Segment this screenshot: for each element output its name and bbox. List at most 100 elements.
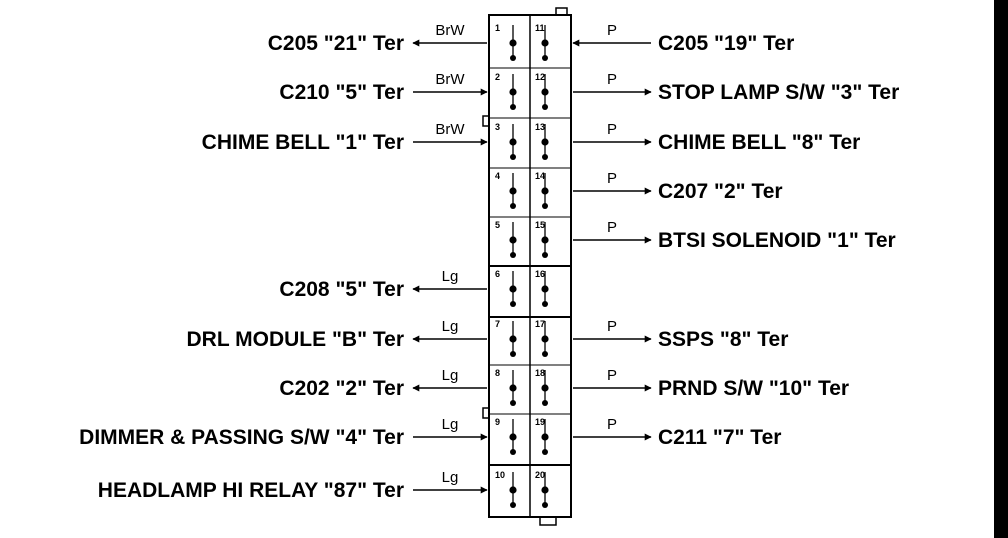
terminal-label-pin-8: C202 "2" Ter	[279, 377, 404, 400]
wire-color-pin-17: P	[607, 318, 617, 335]
wire-color-pin-12: P	[607, 71, 617, 88]
pin-dot	[510, 55, 516, 61]
pin-dot	[510, 351, 516, 357]
pin-dot	[541, 335, 549, 343]
pin-number: 7	[495, 319, 500, 329]
wire-color-pin-6: Lg	[442, 268, 459, 285]
pin-number: 5	[495, 220, 500, 230]
terminal-label-pin-13: CHIME BELL "8" Ter	[658, 131, 860, 154]
wire-color-pin-2: BrW	[435, 71, 465, 88]
terminal-label-pin-10: HEADLAMP HI RELAY "87" Ter	[98, 479, 404, 502]
terminal-label-pin-12: STOP LAMP S/W "3" Ter	[658, 81, 899, 104]
pin-dot	[509, 384, 517, 392]
pin-number: 18	[535, 368, 545, 378]
terminal-label-pin-1: C205 "21" Ter	[268, 32, 404, 55]
row-separators	[489, 67, 571, 415]
wire-color-pin-3: BrW	[435, 121, 465, 138]
pin-dot	[541, 39, 549, 47]
pin-number: 9	[495, 417, 500, 427]
terminal-label-pin-3: CHIME BELL "1" Ter	[202, 131, 404, 154]
pin-dot	[509, 138, 517, 146]
terminal-label-pin-11: C205 "19" Ter	[658, 32, 794, 55]
pin-number: 1	[495, 23, 500, 33]
wire-color-pin-8: Lg	[442, 367, 459, 384]
connector-body	[482, 7, 572, 526]
pin-dot	[541, 285, 549, 293]
pin-dot	[541, 433, 549, 441]
pin-dot	[542, 203, 548, 209]
wires	[412, 39, 652, 494]
wire-color-pin-13: P	[607, 121, 617, 138]
pin-dot	[510, 502, 516, 508]
pin-dot	[542, 301, 548, 307]
wire-color-pin-10: Lg	[442, 469, 459, 486]
pin-dot	[541, 486, 549, 494]
pin-number: 13	[535, 122, 545, 132]
pin-number: 3	[495, 122, 500, 132]
terminal-label-pin-17: SSPS "8" Ter	[658, 328, 788, 351]
terminal-label-pin-2: C210 "5" Ter	[279, 81, 404, 104]
pin-dot	[541, 384, 549, 392]
pin-number: 6	[495, 269, 500, 279]
pin-dot	[542, 400, 548, 406]
pin-number: 17	[535, 319, 545, 329]
pin-dot	[542, 154, 548, 160]
pin-number: 4	[495, 171, 500, 181]
terminal-label-pin-9: DIMMER & PASSING S/W "4" Ter	[79, 426, 404, 449]
pin-dot	[510, 203, 516, 209]
pin-dot	[509, 39, 517, 47]
pin-number: 2	[495, 72, 500, 82]
pin-dot	[542, 104, 548, 110]
wire-color-pin-7: Lg	[442, 318, 459, 335]
pin-dot	[541, 138, 549, 146]
wire-color-pin-14: P	[607, 170, 617, 187]
pin-dot	[542, 449, 548, 455]
wire-color-pin-19: P	[607, 416, 617, 433]
wire-color-pin-9: Lg	[442, 416, 459, 433]
pin-dot	[509, 486, 517, 494]
pin-dot	[510, 400, 516, 406]
wire-color-pin-15: P	[607, 219, 617, 236]
pin-dot	[541, 88, 549, 96]
pin-dot	[510, 154, 516, 160]
pin-number: 12	[535, 72, 545, 82]
pin-dot	[510, 252, 516, 258]
pin-dot	[509, 285, 517, 293]
wire-color-pin-11: P	[607, 22, 617, 39]
pin-dot	[542, 502, 548, 508]
pin-dot	[509, 187, 517, 195]
terminal-label-pin-19: C211 "7" Ter	[658, 426, 781, 449]
right-border	[994, 0, 1008, 538]
pin-number: 14	[535, 171, 545, 181]
pin-dot	[509, 236, 517, 244]
pin-number: 11	[535, 23, 545, 33]
pin-dot	[542, 351, 548, 357]
pin-number: 8	[495, 368, 500, 378]
pin-dot	[509, 433, 517, 441]
terminal-label-pin-18: PRND S/W "10" Ter	[658, 377, 849, 400]
pin-dot	[510, 449, 516, 455]
terminal-label-pin-14: C207 "2" Ter	[658, 180, 783, 203]
pin-dot	[510, 104, 516, 110]
pin-number: 19	[535, 417, 545, 427]
pin-dot	[509, 88, 517, 96]
pin-number: 20	[535, 470, 545, 480]
pin-dot	[510, 301, 516, 307]
pin-dot	[542, 252, 548, 258]
pin-number: 16	[535, 269, 545, 279]
pin-number: 10	[495, 470, 505, 480]
pin-dot	[542, 55, 548, 61]
terminal-label-pin-15: BTSI SOLENOID "1" Ter	[658, 229, 896, 252]
pin-dot	[541, 236, 549, 244]
pin-dot	[509, 335, 517, 343]
terminal-label-pin-7: DRL MODULE "B" Ter	[187, 328, 404, 351]
wire-color-pin-18: P	[607, 367, 617, 384]
pin-dot	[541, 187, 549, 195]
wire-color-pin-1: BrW	[435, 22, 465, 39]
pin-number: 15	[535, 220, 545, 230]
terminal-label-pin-6: C208 "5" Ter	[279, 278, 404, 301]
